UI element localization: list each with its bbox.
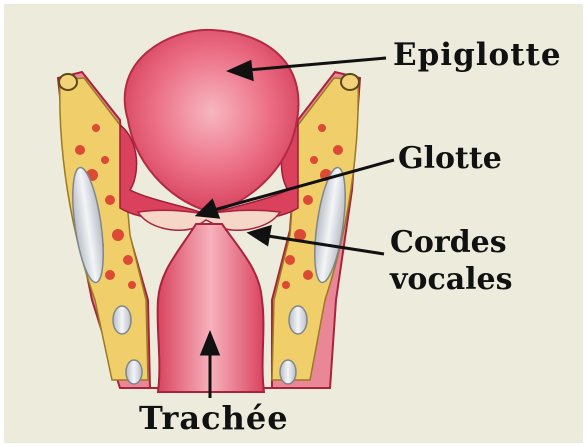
nodule-right <box>341 74 359 90</box>
cartilage-left-bottom <box>126 360 142 384</box>
nodule-left <box>59 74 77 90</box>
cartilage-right-bottom <box>280 360 296 384</box>
label-trachee: Trachée <box>139 402 289 434</box>
label-cordes-line1: Cordes <box>390 224 513 261</box>
label-epiglotte: Epiglotte <box>393 40 562 71</box>
label-glotte: Glotte <box>398 144 502 174</box>
epiglottis <box>125 30 299 212</box>
label-cordes-line2: vocales <box>390 261 513 298</box>
arrow-cordes-vocales-head <box>250 227 270 244</box>
cartilage-right-lower <box>289 306 307 334</box>
cartilage-left-lower <box>113 306 131 334</box>
label-cordes-vocales: Cordes vocales <box>390 224 513 298</box>
